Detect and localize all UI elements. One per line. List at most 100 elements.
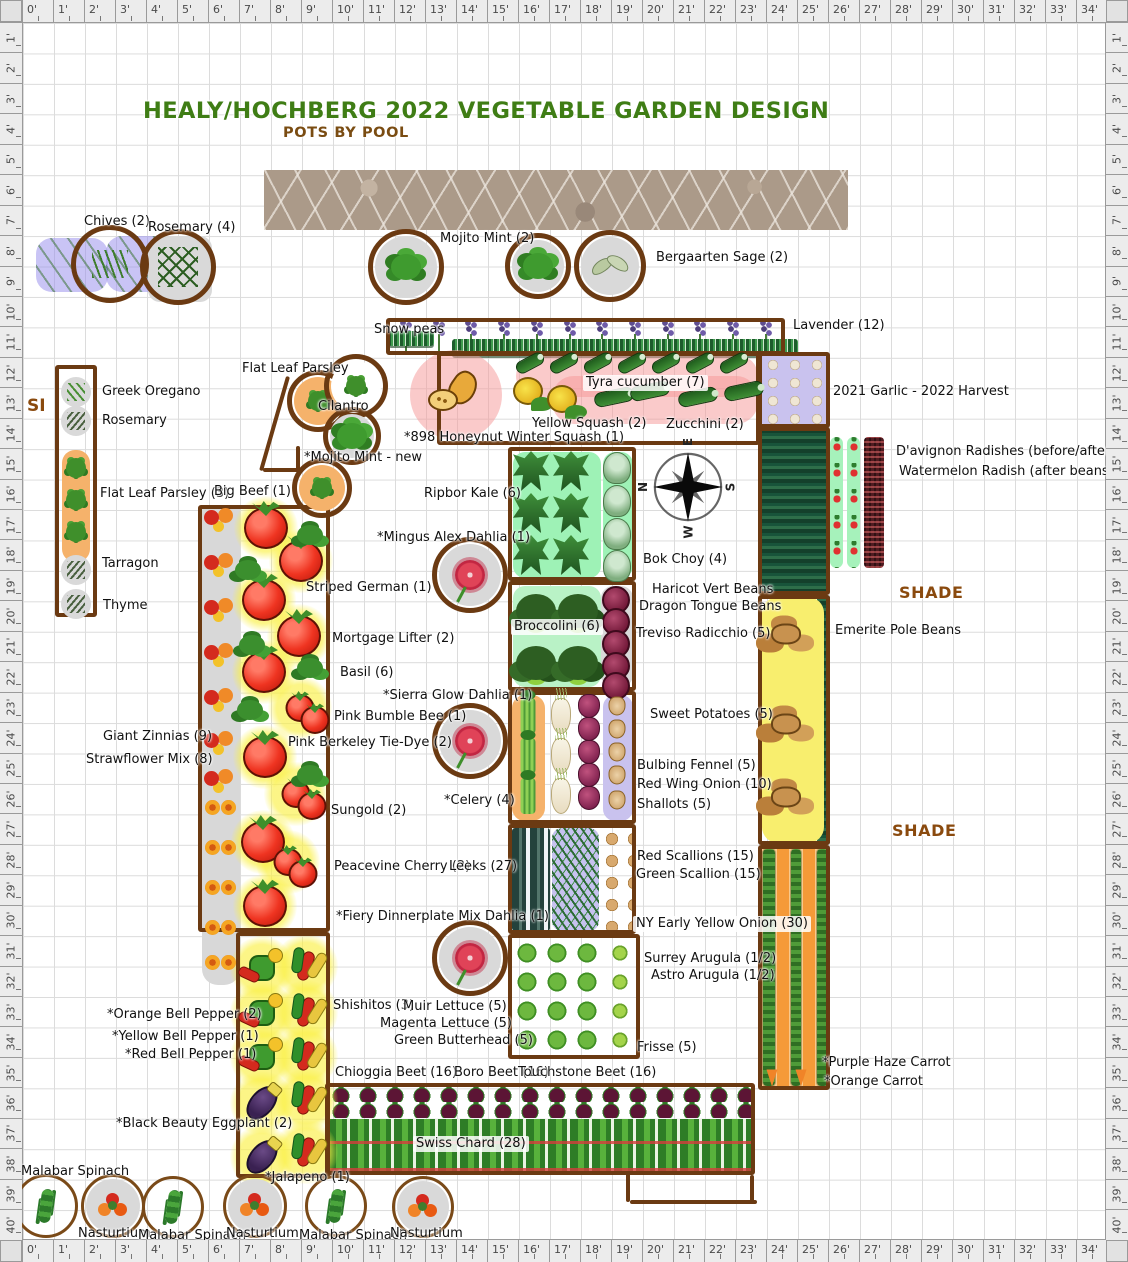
plant-label[interactable]: Nasturtium	[78, 1226, 151, 1241]
tomato-plant[interactable]	[243, 885, 287, 927]
kale-plant[interactable]	[513, 493, 549, 533]
plant-label[interactable]: Strawflower Mix (8)	[86, 752, 213, 767]
malabar-spinach-pot-2[interactable]	[142, 1176, 204, 1238]
tomato-plant[interactable]	[297, 792, 327, 820]
plant-label[interactable]: Mortgage Lifter (2)	[332, 631, 455, 646]
cilantro-pot-2[interactable]	[323, 407, 381, 465]
sierra-dahlia-pot[interactable]	[432, 703, 508, 779]
bed-beet-chard-bed[interactable]	[325, 1083, 755, 1175]
plant-label[interactable]: Yellow Squash (2)	[532, 416, 647, 431]
ysquash-plant[interactable]	[513, 377, 553, 411]
bok-plant[interactable]	[603, 550, 631, 582]
basil-plant[interactable]	[297, 525, 323, 545]
shallot-plant[interactable]	[608, 790, 626, 810]
rosemary-pot[interactable]	[140, 229, 216, 305]
kale-plant[interactable]	[553, 451, 589, 491]
kale-plant[interactable]	[513, 535, 549, 575]
bed-garlic-bed[interactable]	[758, 352, 830, 428]
bed-bean-bed[interactable]	[758, 427, 830, 595]
plant-label[interactable]: Rosemary	[102, 413, 167, 428]
marigold-plant[interactable]	[205, 955, 237, 971]
plant-label[interactable]: Sweet Potatoes (5)	[650, 707, 773, 722]
bed-lettuce-bed[interactable]	[508, 934, 640, 1059]
plant-label[interactable]: *Sierra Glow Dahlia (1)	[383, 688, 533, 703]
tomato-plant[interactable]	[277, 615, 321, 657]
shallot-plant[interactable]	[608, 719, 626, 739]
plant-label[interactable]: Swiss Chard (28)	[413, 1136, 529, 1153]
parsley-ic-plant[interactable]	[66, 522, 86, 542]
plant-label[interactable]: Magenta Lettuce (5)	[380, 1016, 513, 1031]
redonion-plant[interactable]	[578, 786, 600, 810]
mingus-dahlia-pot[interactable]	[432, 537, 508, 613]
cuke-plant[interactable]	[513, 350, 547, 376]
radicchio-plant[interactable]	[602, 586, 630, 614]
butternut-plant[interactable]	[428, 379, 478, 411]
plant-label[interactable]: Flat Leaf Parsley (3)	[100, 486, 230, 501]
plant-label[interactable]: Haricot Vert Beans	[652, 582, 774, 597]
plant-label[interactable]: Treviso Radicchio (5)	[636, 626, 771, 641]
plant-label[interactable]: *Yellow Bell Pepper (1)	[112, 1029, 259, 1044]
bed-kale-bed[interactable]	[508, 447, 636, 581]
chilipair-plant[interactable]	[295, 995, 317, 1029]
plant-label[interactable]: Dragon Tongue Beans	[639, 599, 782, 614]
tomato-plant[interactable]	[279, 540, 323, 582]
shade-note-1[interactable]: SHADE	[899, 583, 964, 602]
frisee-column[interactable]	[604, 938, 636, 1056]
chard-rows[interactable]	[328, 1119, 752, 1173]
herbspot-plant[interactable]	[61, 377, 91, 407]
plant-label[interactable]: Flat Leaf Parsley	[242, 361, 349, 376]
plant-label[interactable]: *Mojito Mint - new	[304, 450, 423, 465]
bean-rows[interactable]	[761, 430, 827, 593]
plant-label[interactable]: Sungold (2)	[331, 803, 407, 818]
kale-plant[interactable]	[553, 493, 589, 533]
chilipair-plant[interactable]	[295, 1083, 317, 1117]
shallot-plant[interactable]	[608, 742, 626, 762]
zuke-plant[interactable]	[676, 385, 720, 409]
bed-carrot-bed[interactable]	[758, 845, 830, 1090]
plant-label[interactable]: 2021 Garlic - 2022 Harvest	[833, 384, 1009, 399]
potatoes-plant[interactable]	[771, 786, 801, 808]
plant-label[interactable]: Astro Arugula (1/2)	[651, 968, 775, 983]
shallot-plant[interactable]	[608, 765, 626, 785]
chilipair-plant[interactable]	[295, 1135, 317, 1169]
watermelon-radish-row[interactable]	[864, 437, 884, 568]
celery-plant[interactable]	[520, 690, 536, 734]
herbspot-plant[interactable]	[61, 589, 91, 619]
bok-plant[interactable]	[603, 518, 631, 550]
cuke-plant[interactable]	[615, 350, 649, 376]
plant-label[interactable]: Zucchini (2)	[666, 417, 744, 432]
plant-label[interactable]: Ripbor Kale (6)	[424, 486, 521, 501]
radicchio-plant[interactable]	[602, 672, 630, 700]
potatoes-plant[interactable]	[771, 623, 801, 645]
plant-label[interactable]: Nasturtium	[226, 1226, 299, 1241]
plant-label[interactable]: Frisse (5)	[637, 1040, 697, 1055]
cuke-plant[interactable]	[683, 350, 717, 376]
lettuce-rows[interactable]	[512, 938, 602, 1056]
carrot-green-1[interactable]	[791, 849, 801, 1086]
plant-label[interactable]: Red Wing Onion (10)	[637, 777, 772, 792]
bed-broccolini-bed[interactable]	[508, 581, 636, 691]
malabar-spinach-pot-1[interactable]	[14, 1174, 78, 1238]
plant-label[interactable]: Watermelon Radish (after beans)	[899, 464, 1114, 479]
celery-plant[interactable]	[520, 730, 536, 774]
bed-potato-bed[interactable]	[758, 595, 830, 845]
onion-rows[interactable]	[601, 828, 634, 931]
plant-label[interactable]: *Jalapeno (1)	[265, 1170, 350, 1185]
chilipair-plant[interactable]	[295, 949, 317, 983]
plant-label[interactable]: Big Beef (1)	[214, 484, 291, 499]
celery-plant[interactable]	[520, 770, 536, 814]
fennel-plant[interactable]	[551, 728, 571, 774]
zuke-plant[interactable]	[722, 379, 766, 403]
parsley-ic-plant[interactable]	[66, 490, 86, 510]
bergaarten-sage-pot[interactable]	[574, 230, 646, 302]
plant-label[interactable]: Shallots (5)	[637, 797, 712, 812]
compass-rose-icon[interactable]: E S W N	[636, 438, 737, 539]
plant-label[interactable]: Pink Bumble Bee (1)	[334, 709, 467, 724]
plant-label[interactable]: Pink Berkeley Tie-Dye (2)	[288, 735, 452, 750]
plant-label[interactable]: Tarragon	[102, 556, 159, 571]
chives-pot[interactable]	[71, 225, 149, 303]
bellpepper-plant[interactable]	[249, 1037, 283, 1070]
plant-label[interactable]: *Black Beauty Eggplant (2)	[116, 1116, 293, 1131]
plant-label[interactable]: Boro Beet (16)	[454, 1065, 549, 1080]
chilipair-plant[interactable]	[295, 1039, 317, 1073]
